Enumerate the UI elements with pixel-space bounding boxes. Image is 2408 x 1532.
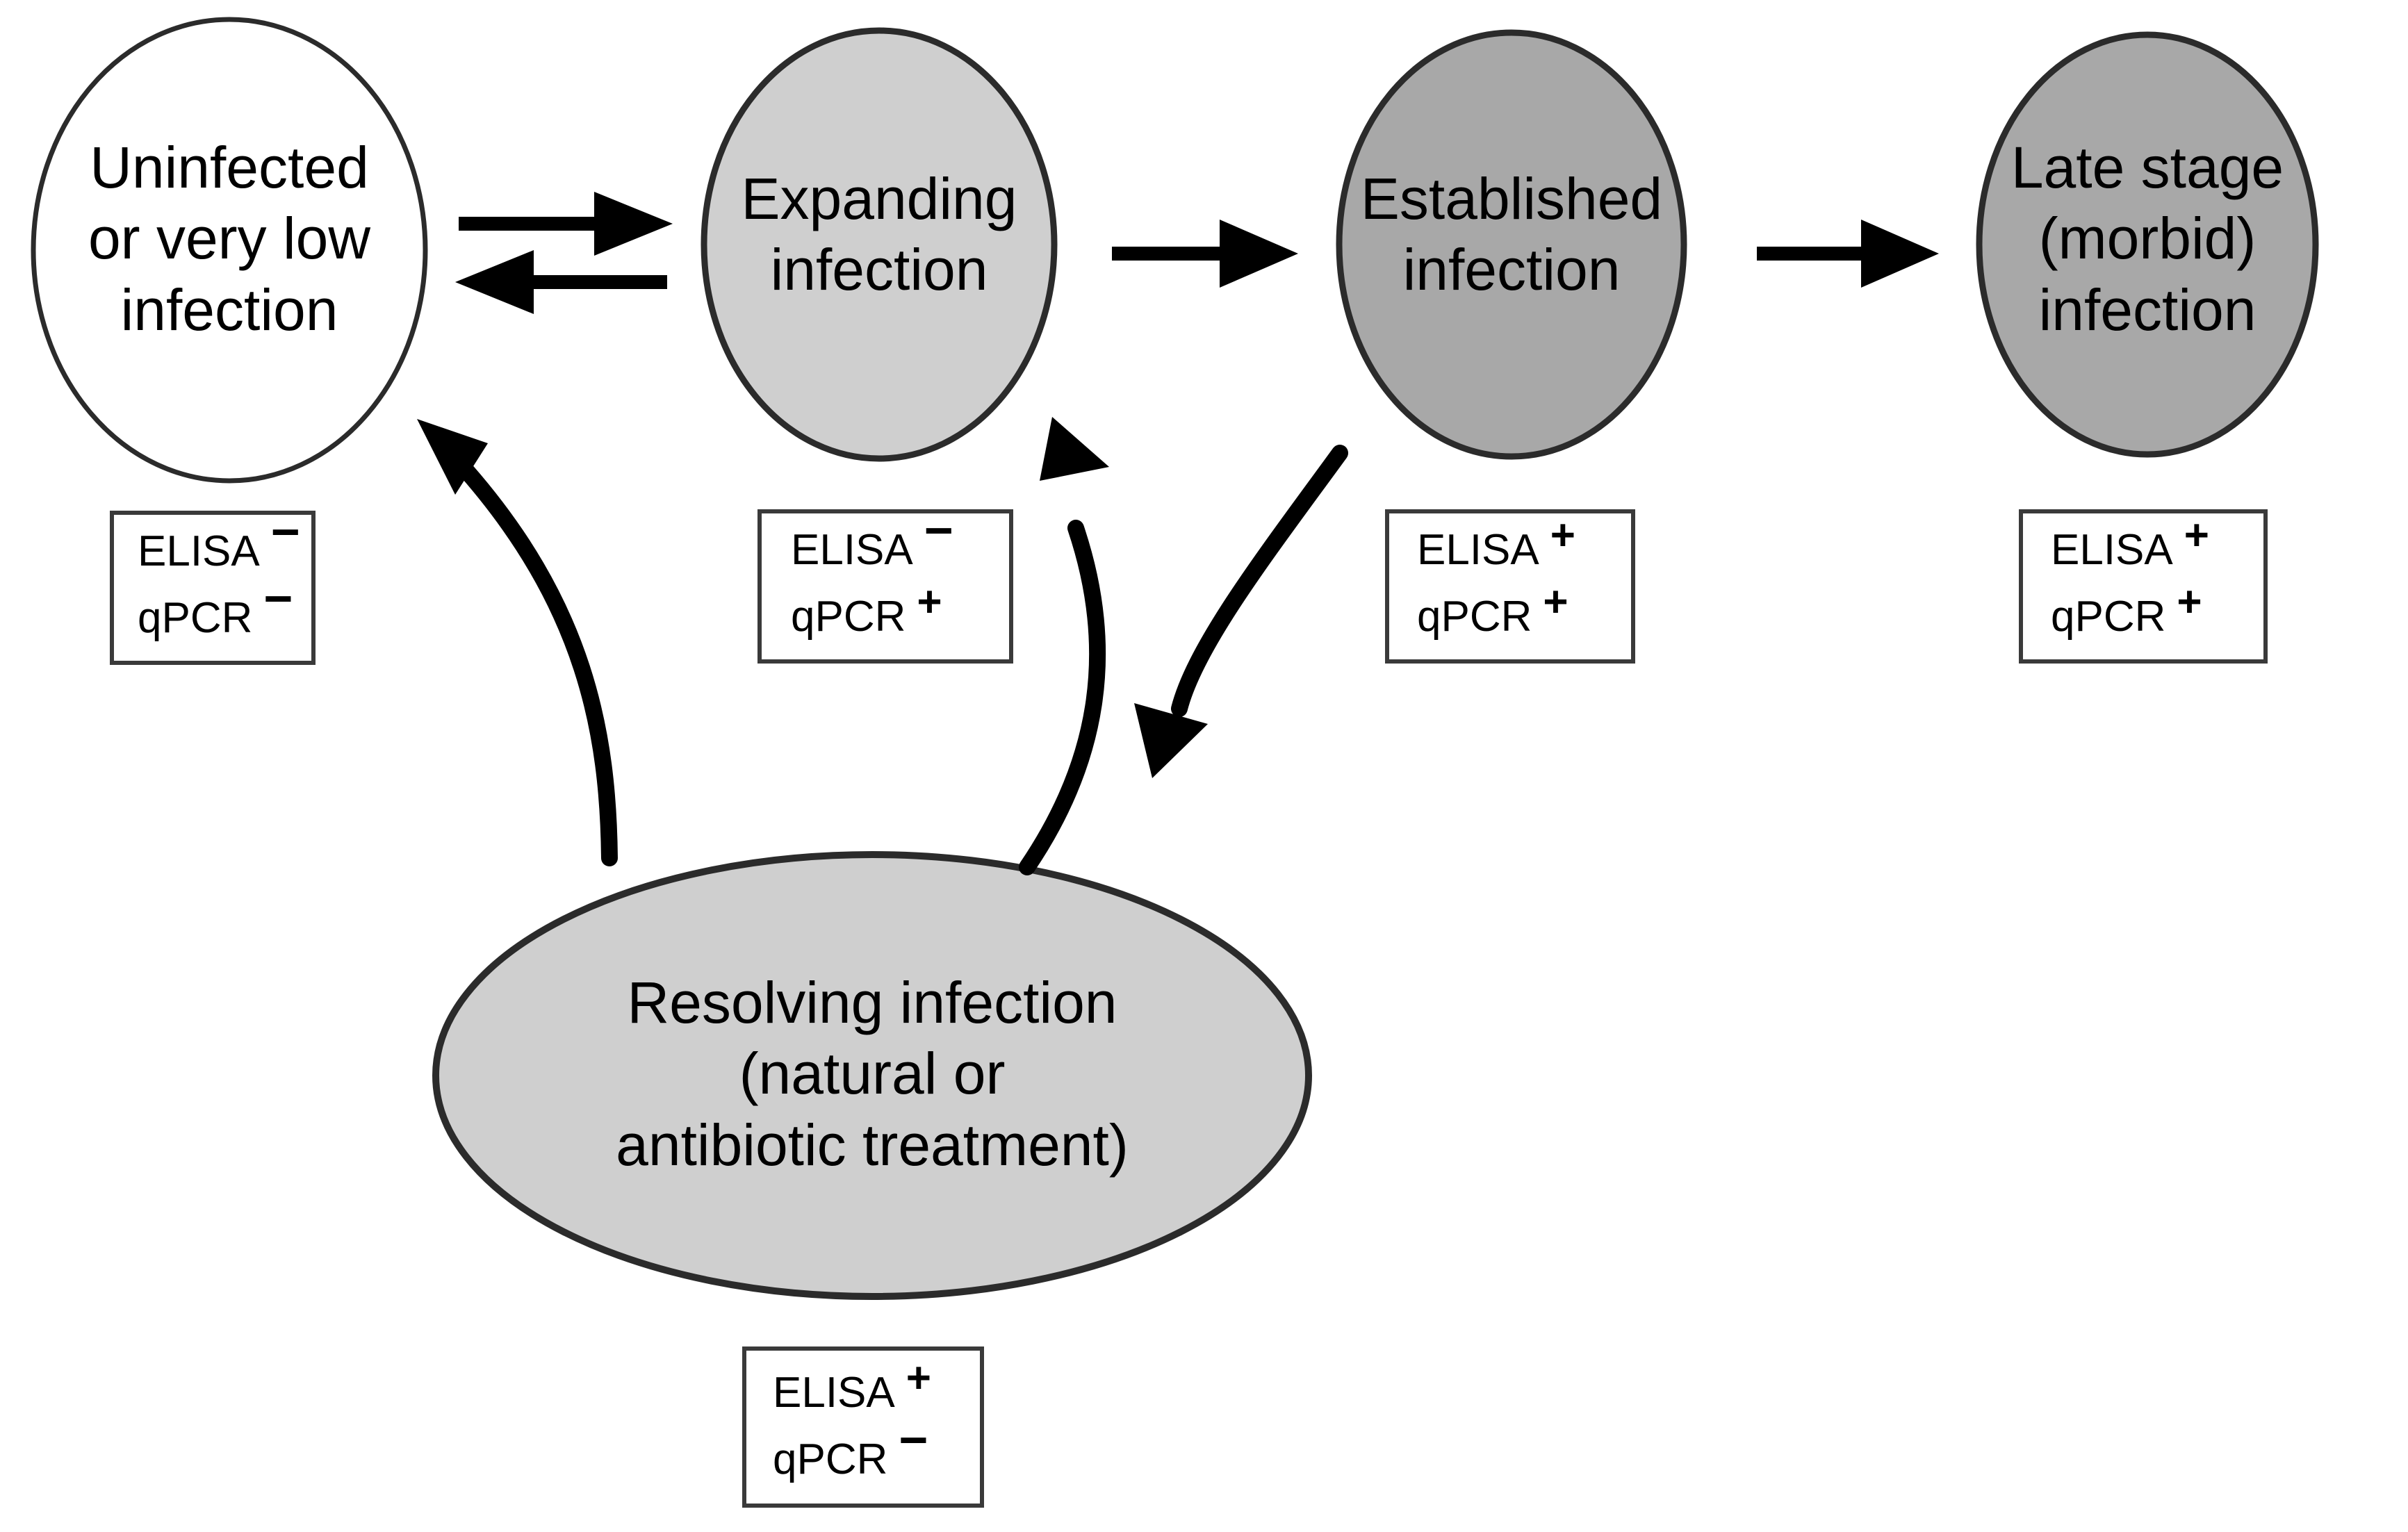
assay-sign-qpcr-positive: + bbox=[917, 578, 942, 626]
assay-name-qpcr: qPCR bbox=[791, 593, 906, 641]
assay-box-resolving[interactable]: ELISA + qPCR − bbox=[742, 1346, 984, 1508]
arrow-expanding-to-uninfected bbox=[455, 250, 667, 314]
assay-name-elisa: ELISA bbox=[791, 526, 913, 574]
assay-row-elisa: ELISA + bbox=[773, 1356, 980, 1417]
assay-row-elisa: ELISA − bbox=[791, 506, 1009, 574]
node-ellipse-uninfected[interactable] bbox=[31, 17, 428, 484]
assay-name-elisa: ELISA bbox=[1417, 526, 1539, 574]
assay-row-elisa: ELISA − bbox=[138, 507, 311, 575]
assay-sign-elisa-positive: + bbox=[1550, 511, 1575, 559]
assay-name-qpcr: qPCR bbox=[773, 1435, 888, 1483]
arrow-resolving-to-uninfected bbox=[417, 419, 618, 866]
assay-box-uninfected[interactable]: ELISA − qPCR − bbox=[110, 507, 316, 665]
node-ellipse-late-stage[interactable] bbox=[1976, 31, 2319, 458]
assay-row-qpcr: qPCR − bbox=[773, 1415, 980, 1483]
assay-sign-qpcr-positive: + bbox=[1543, 578, 1569, 626]
assay-box-late-stage[interactable]: ELISA + qPCR + bbox=[2019, 509, 2268, 664]
assay-name-elisa: ELISA bbox=[2051, 526, 2173, 574]
assay-row-qpcr: qPCR − bbox=[138, 574, 311, 642]
assay-row-elisa: ELISA + bbox=[1417, 513, 1631, 574]
assay-sign-elisa-positive: + bbox=[906, 1354, 931, 1402]
assay-sign-elisa-positive: + bbox=[2184, 511, 2209, 559]
node-ellipse-expanding[interactable] bbox=[701, 27, 1058, 462]
assay-name-qpcr: qPCR bbox=[138, 594, 253, 642]
arrow-established-to-late-stage bbox=[1757, 220, 1939, 288]
node-ellipse-established[interactable] bbox=[1336, 29, 1687, 460]
assay-sign-elisa-negative: − bbox=[270, 504, 300, 560]
arrow-resolving-to-expanding bbox=[1019, 417, 1109, 875]
assay-sign-elisa-negative: − bbox=[924, 503, 953, 559]
assay-row-qpcr: qPCR + bbox=[791, 580, 1009, 641]
assay-row-qpcr: qPCR + bbox=[1417, 580, 1631, 641]
arrow-established-to-resolving bbox=[1134, 445, 1348, 778]
assay-row-qpcr: qPCR + bbox=[2051, 580, 2263, 641]
arrow-expanding-to-established bbox=[1112, 220, 1298, 288]
assay-box-expanding[interactable]: ELISA − qPCR + bbox=[757, 506, 1013, 664]
assay-name-elisa: ELISA bbox=[773, 1369, 895, 1417]
node-ellipse-resolving[interactable] bbox=[432, 851, 1312, 1300]
assay-name-elisa: ELISA bbox=[138, 527, 260, 575]
assay-box-established[interactable]: ELISA + qPCR + bbox=[1385, 509, 1635, 664]
assay-sign-qpcr-negative: − bbox=[899, 1412, 928, 1468]
assay-sign-qpcr-positive: + bbox=[2177, 578, 2202, 626]
assay-name-qpcr: qPCR bbox=[1417, 593, 1532, 641]
assay-row-elisa: ELISA + bbox=[2051, 513, 2263, 574]
assay-name-qpcr: qPCR bbox=[2051, 593, 2166, 641]
arrow-uninfected-to-expanding bbox=[459, 192, 673, 256]
assay-sign-qpcr-negative: − bbox=[263, 571, 293, 627]
